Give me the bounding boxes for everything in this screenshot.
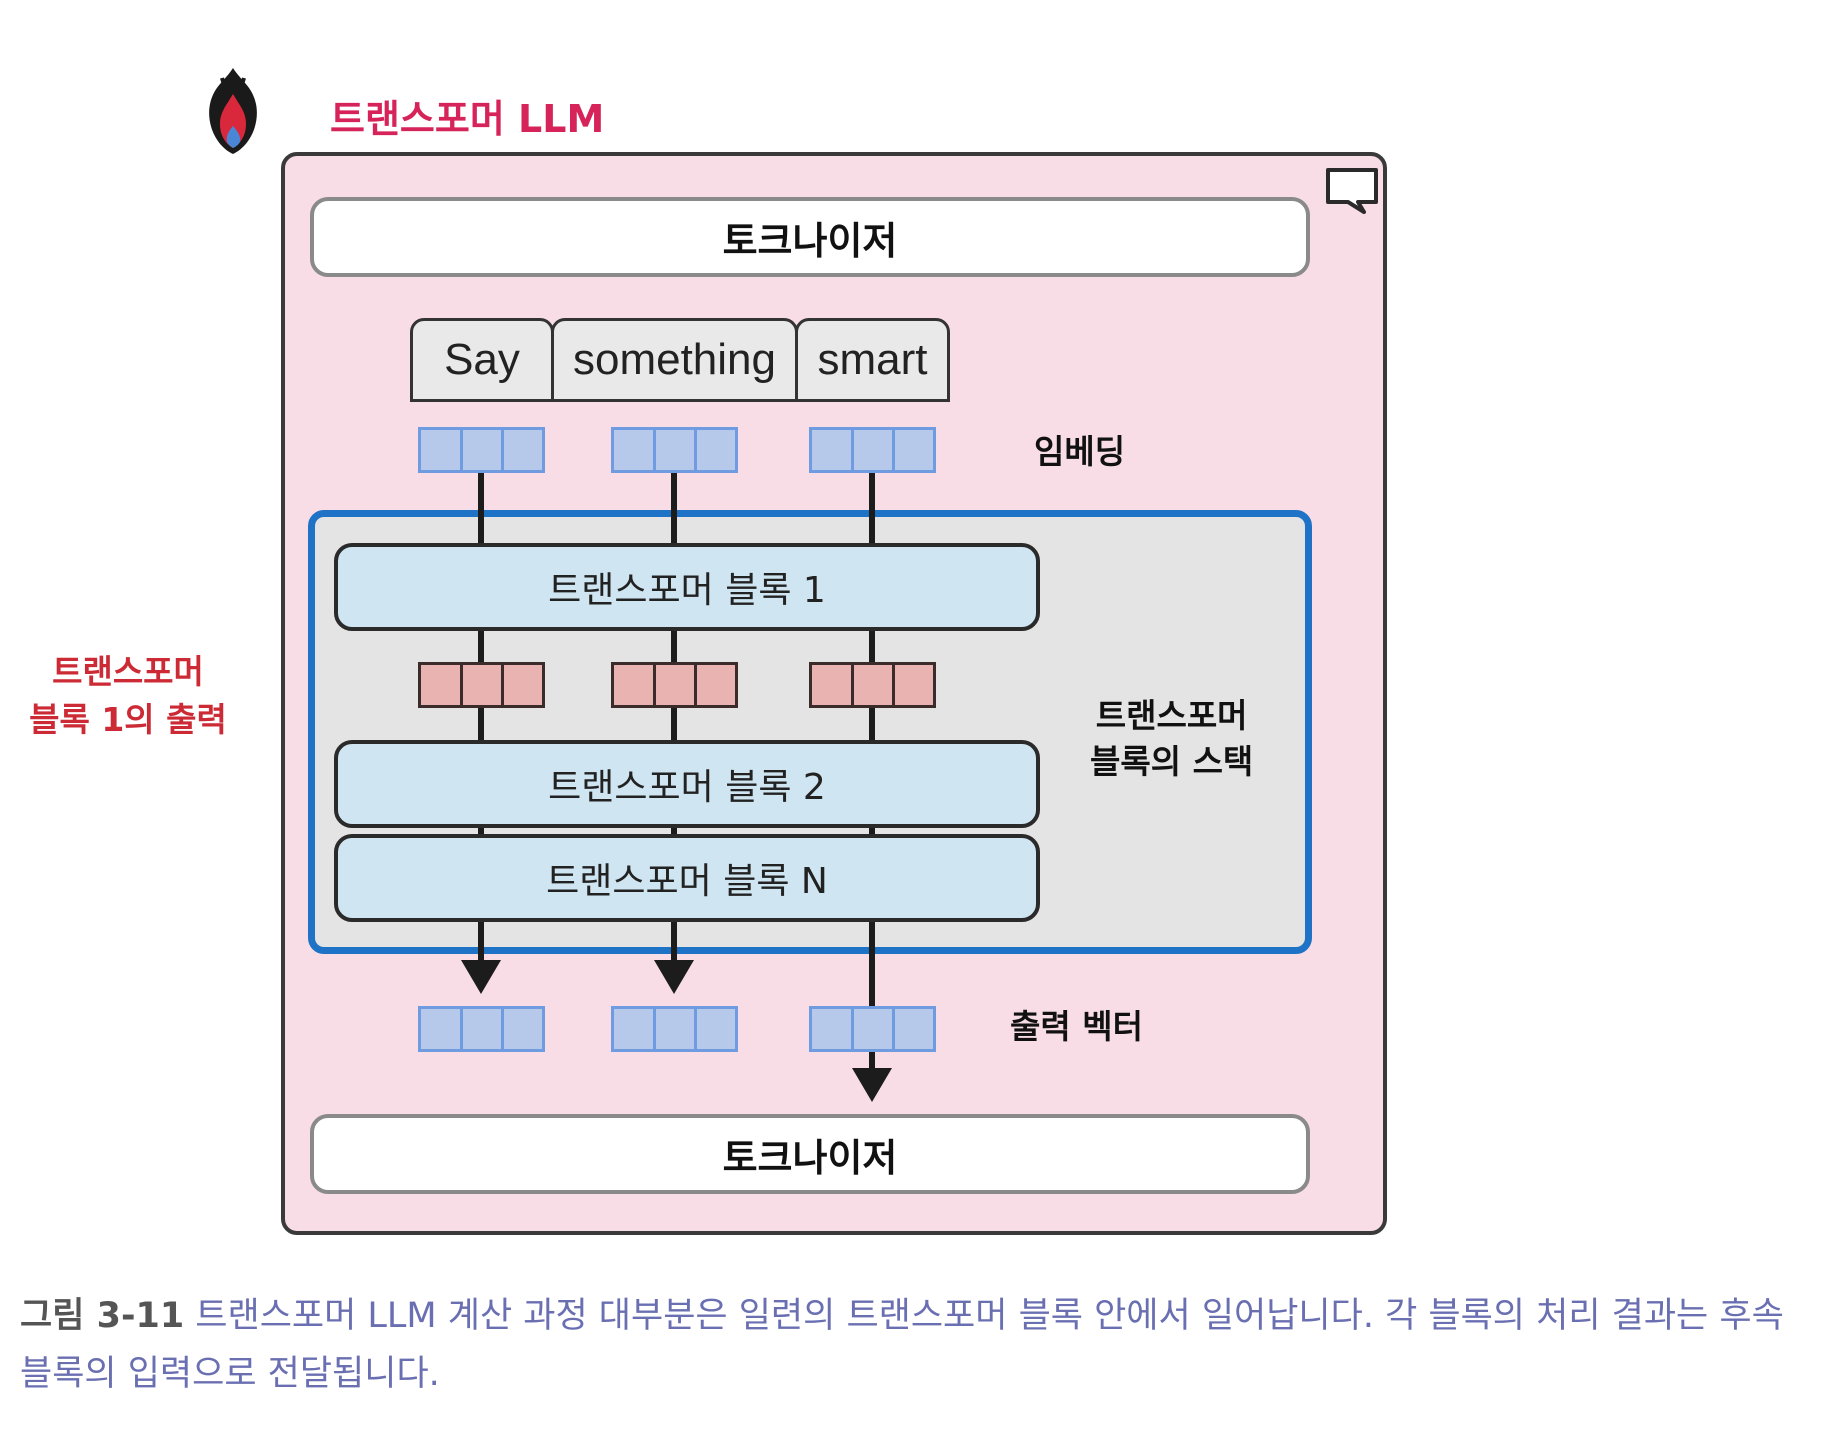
connector-line — [869, 822, 875, 840]
block1-output-label-line1: 트랜스포머 — [52, 652, 204, 691]
arrow-line — [478, 922, 484, 964]
output-vector — [418, 1006, 545, 1052]
flame-logo-icon — [209, 68, 257, 154]
connector-line — [478, 473, 484, 543]
stack-label: 트랜스포머 블록의 스택 — [1090, 693, 1253, 785]
arrow-down-icon — [852, 1068, 892, 1102]
figure-caption: 그림 3-11 트랜스포머 LLM 계산 과정 대부분은 일련의 트랜스포머 블… — [20, 1288, 1810, 1404]
connector-line — [671, 822, 677, 840]
llm-title: 트랜스포머 LLM — [330, 97, 605, 141]
arrow-down-icon — [461, 960, 501, 994]
stack-label-line1: 트랜스포머 — [1095, 696, 1248, 735]
figure-number: 그림 3-11 — [20, 1296, 185, 1336]
transformer-block-n: 트랜스포머 블록 N — [334, 834, 1040, 922]
transformer-block-2: 트랜스포머 블록 2 — [334, 740, 1040, 828]
arrow-line — [671, 922, 677, 964]
embedding-vector — [611, 427, 738, 473]
connector-line — [869, 473, 875, 543]
stack-label-line2: 블록의 스택 — [1090, 742, 1254, 782]
block1-output-vector — [809, 662, 936, 708]
transformer-block-1: 트랜스포머 블록 1 — [334, 543, 1040, 631]
tokenizer-bottom: 토크나이저 — [310, 1114, 1310, 1194]
token-smart: smart — [795, 318, 950, 402]
token-something: something — [551, 318, 798, 402]
tokenizer-top: 토크나이저 — [310, 197, 1310, 277]
figure-caption-text: 트랜스포머 LLM 계산 과정 대부분은 일련의 트랜스포머 블록 안에서 일어… — [20, 1296, 1784, 1394]
arrow-line — [869, 922, 875, 1072]
block1-output-vector — [611, 662, 738, 708]
connector-line — [478, 822, 484, 840]
block1-output-label-line2: 블록 1의 출력 — [29, 699, 227, 739]
output-vector-label: 출력 벡터 — [1010, 1007, 1143, 1046]
block1-output-label: 트랜스포머 블록 1의 출력 — [18, 648, 238, 744]
token-say: Say — [410, 318, 554, 402]
connector-line — [671, 473, 677, 543]
arrow-down-icon — [654, 960, 694, 994]
output-vector — [611, 1006, 738, 1052]
block1-output-vector — [418, 662, 545, 708]
comment-icon[interactable] — [1324, 166, 1380, 216]
embedding-vector — [418, 427, 545, 473]
embedding-label: 임베딩 — [1034, 432, 1126, 471]
output-vector — [809, 1006, 936, 1052]
embedding-vector — [809, 427, 936, 473]
